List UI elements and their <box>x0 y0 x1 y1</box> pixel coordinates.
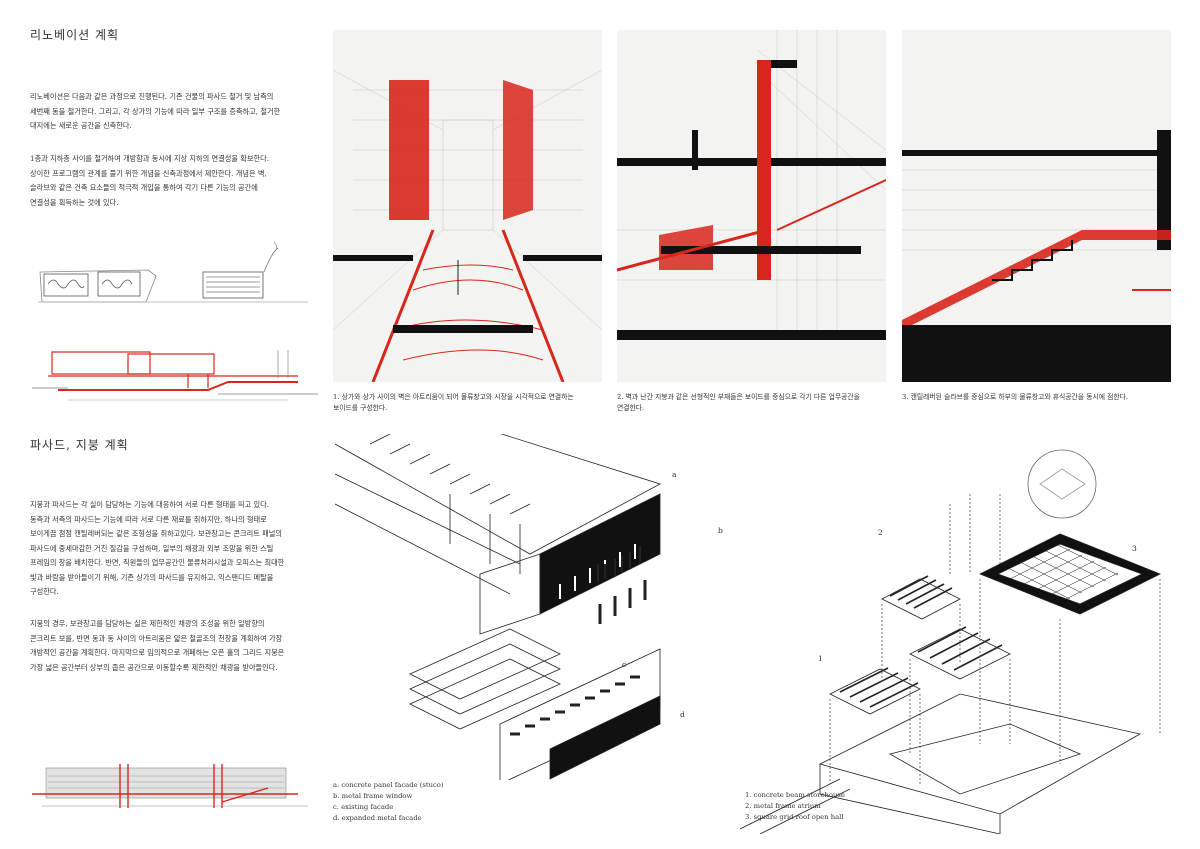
perspective-drawing-1 <box>333 69 602 382</box>
perspective-panel-3 <box>902 30 1171 382</box>
renovation-title: 리노베이션 계획 <box>30 28 120 42</box>
facade-paragraph-1: 지붕과 파사드는 각 실이 담당하는 기능에 대응하여 서로 다른 형태를 띄고… <box>30 500 285 596</box>
facade-label-d: d <box>680 710 685 719</box>
renovation-paragraph-2: 1층과 지하층 사이를 철거하여 개방함과 동시에 지상 지하의 연결성을 확보… <box>30 154 270 207</box>
facade-legend-item-a: a. concrete panel facade (stuco) <box>333 781 444 789</box>
facade-legend-item-c: c. existing facade <box>333 803 394 811</box>
caption-2: 2. 벽과 난간 지붕과 같은 선형적인 부재들은 보이드를 중심으로 각기 다… <box>617 393 860 412</box>
roof-label-2: 2 <box>878 528 883 537</box>
roof-exploded-diagram: 2 3 1 <box>739 434 1180 835</box>
facade-legend: a. concrete panel facade (stuco) b. meta… <box>333 780 444 824</box>
facade-exploded-diagram: a b c d <box>330 423 730 785</box>
facade-legend-item-d: d. expanded metal facade <box>333 814 422 822</box>
caption-3: 3. 캔틸레버된 슬라브를 중심으로 하부의 물류창고와 휴식공간을 동시에 점… <box>902 393 1129 401</box>
roof-label-1: 1 <box>818 654 823 663</box>
facade-label-c: c <box>622 660 627 669</box>
facade-paragraph-2: 지붕의 경우, 보관창고를 담당하는 실은 제한적인 채광의 조성을 위한 일방… <box>30 619 285 672</box>
sketch-facade-concept <box>28 232 318 312</box>
facade-label-b: b <box>718 526 723 535</box>
facade-label-a: a <box>672 470 677 479</box>
roof-legend: 1. concrete beam storehouse 2. metal fra… <box>745 790 845 823</box>
sketch-section-concept <box>28 338 318 418</box>
caption-1: 1. 상가와 상가 사이의 벽은 아트리움이 되어 물류창고와 시장을 시각적으… <box>333 393 574 412</box>
perspective-panel-1 <box>333 30 602 382</box>
perspective-panel-2 <box>617 30 886 382</box>
facade-legend-item-b: b. metal frame window <box>333 792 413 800</box>
roof-legend-item-2: 2. metal frame atrium <box>745 802 821 810</box>
sketch-elevation <box>28 758 318 826</box>
perspective-drawing-2 <box>617 30 886 340</box>
roof-legend-item-1: 1. concrete beam storehouse <box>745 791 845 799</box>
roof-label-3: 3 <box>1132 544 1137 553</box>
roof-legend-item-3: 3. square grid roof open hall <box>745 813 844 821</box>
perspective-drawing-3 <box>902 130 1171 382</box>
facade-title: 파사드, 지붕 계획 <box>30 438 129 452</box>
renovation-paragraph-1: 리노베이션은 다음과 같은 과정으로 진행된다. 기존 건물의 파사드 철거 및… <box>30 92 281 130</box>
